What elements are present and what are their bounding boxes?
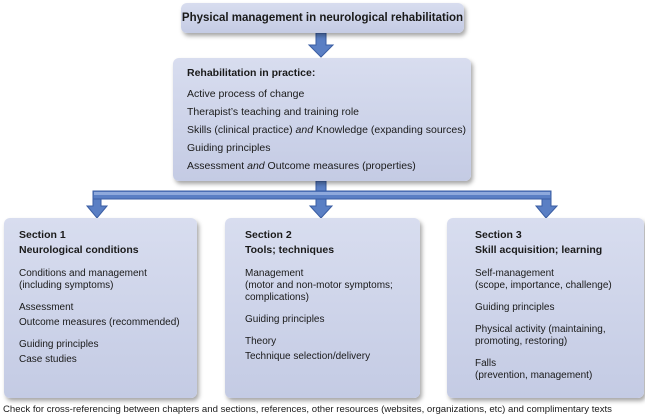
- section-item-line: (prevention, management): [475, 370, 593, 381]
- rehabilitation-item: Skills (clinical practice) and Knowledge…: [187, 124, 471, 137]
- section-items: Self-management(scope, importance, chall…: [475, 268, 644, 382]
- section-item: Guiding principles: [19, 339, 197, 351]
- section-item: Theory: [245, 336, 420, 348]
- section-label: Section 3: [475, 229, 522, 241]
- section-item: Case studies: [19, 354, 197, 366]
- section-item-line: Guiding principles: [475, 302, 555, 313]
- section-item-line: Outcome measures (recommended): [19, 317, 180, 328]
- section-item: Guiding principles: [475, 302, 644, 314]
- section-item: Guiding principles: [245, 314, 420, 326]
- section-item-line: Self-management: [475, 268, 554, 279]
- rehabilitation-item: Active process of change: [187, 88, 471, 101]
- section-items: Management(motor and non-motor symptoms;…: [245, 268, 420, 363]
- section-item: Physical activity (maintaining,promoting…: [475, 324, 644, 348]
- section-title: Skill acquisition; learning: [475, 244, 603, 256]
- section-label: Section 1: [19, 229, 66, 241]
- section-item-line: Conditions and management: [19, 268, 147, 279]
- section-item-line: Case studies: [19, 354, 77, 365]
- section-items: Conditions and management(including symp…: [19, 268, 197, 366]
- diagram-title: Physical management in neurological reha…: [181, 12, 464, 24]
- section-item: Assessment: [19, 302, 197, 314]
- rehabilitation-heading: Rehabilitation in practice:: [187, 67, 316, 79]
- section-item-line: promoting, restoring): [475, 336, 568, 347]
- section-item: Self-management(scope, importance, chall…: [475, 268, 644, 292]
- item-text: Guiding principles: [187, 142, 271, 154]
- rehabilitation-item: Assessment and Outcome measures (propert…: [187, 160, 471, 173]
- top-box: Physical management in neurological reha…: [181, 3, 464, 33]
- item-text: Skills (clinical practice): [187, 124, 296, 136]
- arrow-top-to-middle: [307, 32, 335, 58]
- emphasis-text: and: [295, 124, 314, 136]
- arrow-middle-to-sections: [85, 180, 559, 219]
- section-item: Falls(prevention, management): [475, 358, 644, 382]
- section-item-line: Guiding principles: [245, 314, 325, 325]
- section-title: Tools; techniques: [245, 244, 335, 256]
- section-item-line: (motor and non-motor symptoms;: [245, 280, 393, 291]
- section-item-line: (including symptoms): [19, 280, 114, 291]
- section-item: Outcome measures (recommended): [19, 317, 197, 329]
- rehabilitation-item: Guiding principles: [187, 142, 471, 155]
- section-item-line: Theory: [245, 336, 277, 347]
- section-title: Neurological conditions: [19, 244, 139, 256]
- item-text: Active process of change: [187, 88, 305, 100]
- section-item: Technique selection/delivery: [245, 351, 420, 363]
- item-text: Therapist’s teaching and training role: [187, 106, 359, 118]
- section-item-line: Falls: [475, 358, 497, 369]
- section-item-line: Guiding principles: [19, 339, 99, 350]
- section-item-line: (scope, importance, challenge): [475, 280, 612, 291]
- section-item-line: Technique selection/delivery: [245, 351, 371, 362]
- rehabilitation-box: Rehabilitation in practice: Active proce…: [173, 58, 471, 181]
- section-2-box: Section 2 Tools; techniques Management(m…: [225, 218, 420, 398]
- item-text: Knowledge (expanding sources): [313, 124, 466, 136]
- footnote: Check for cross-referencing between chap…: [3, 404, 612, 415]
- emphasis-text: and: [247, 160, 265, 172]
- section-item: Management(motor and non-motor symptoms;…: [245, 268, 420, 304]
- item-text: Assessment: [187, 160, 248, 172]
- section-label: Section 2: [245, 229, 292, 241]
- item-text: Outcome measures (properties): [264, 160, 416, 172]
- section-item-line: Assessment: [19, 302, 74, 313]
- section-item: Conditions and management(including symp…: [19, 268, 197, 292]
- section-item-line: Physical activity (maintaining,: [475, 324, 606, 335]
- section-1-box: Section 1 Neurological conditions Condit…: [4, 218, 197, 398]
- section-item-line: Management: [245, 268, 304, 279]
- section-item-line: complications): [245, 292, 309, 303]
- section-3-box: Section 3 Skill acquisition; learning Se…: [447, 218, 644, 398]
- rehabilitation-item: Therapist’s teaching and training role: [187, 106, 471, 119]
